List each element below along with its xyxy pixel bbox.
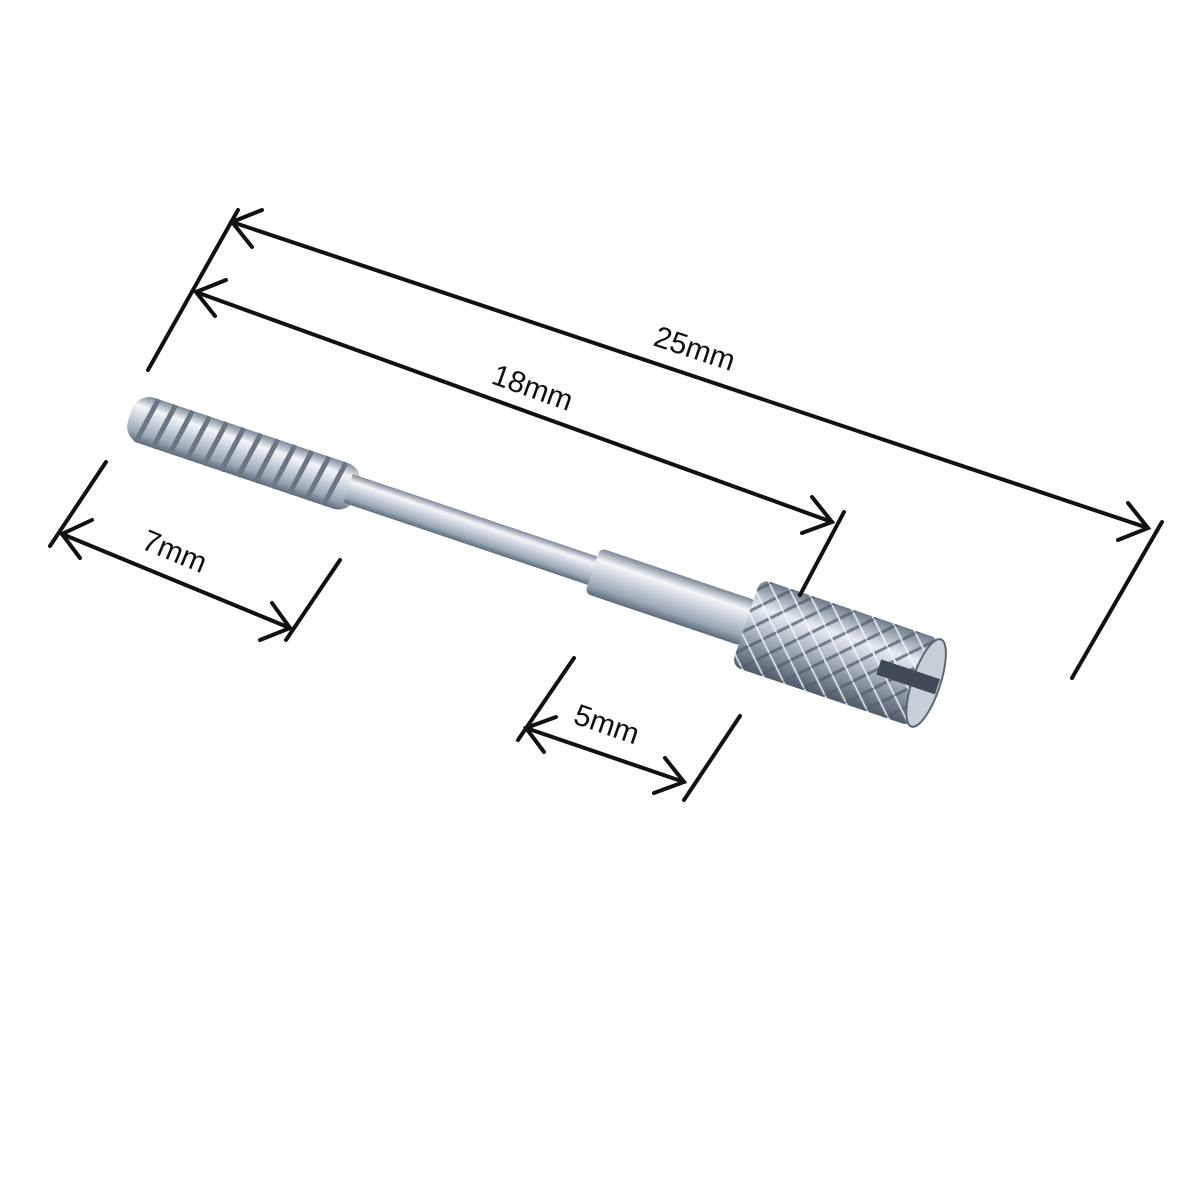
shaft (343, 474, 600, 586)
dim-25-ext-left (146, 208, 240, 372)
overall-length-label: 25mm (650, 320, 740, 378)
dim-25-arrow-left (228, 208, 264, 249)
dim-5-line (524, 726, 686, 784)
dim-7-ext-right (284, 558, 342, 642)
dim-5-ext-right (682, 714, 742, 802)
thread-ridges (133, 398, 349, 507)
slot (876, 659, 941, 695)
dim-25-ext-right (1070, 520, 1164, 680)
dim-18-ext-right (798, 510, 846, 597)
dim-18-line (194, 290, 834, 524)
screw (127, 397, 947, 728)
dim-18-arrow-right (800, 495, 836, 535)
dim-7-arrow-right (258, 601, 294, 642)
knurled-head (734, 581, 947, 728)
dim-25-arrow-right (1116, 501, 1152, 542)
shaft-length-label: 18mm (488, 359, 578, 418)
dimension-lines (48, 208, 1164, 802)
dim-7-line (60, 532, 292, 630)
head-length-label: 5mm (570, 698, 644, 751)
collar (586, 549, 755, 645)
dim-5-arrow-left (522, 715, 558, 754)
dim-18-arrow-left (192, 278, 228, 318)
dim-7-ext-left (48, 460, 108, 548)
dim-25-line (230, 220, 1150, 530)
dim-5-arrow-right (652, 756, 688, 795)
dim-7-arrow-left (58, 518, 94, 560)
